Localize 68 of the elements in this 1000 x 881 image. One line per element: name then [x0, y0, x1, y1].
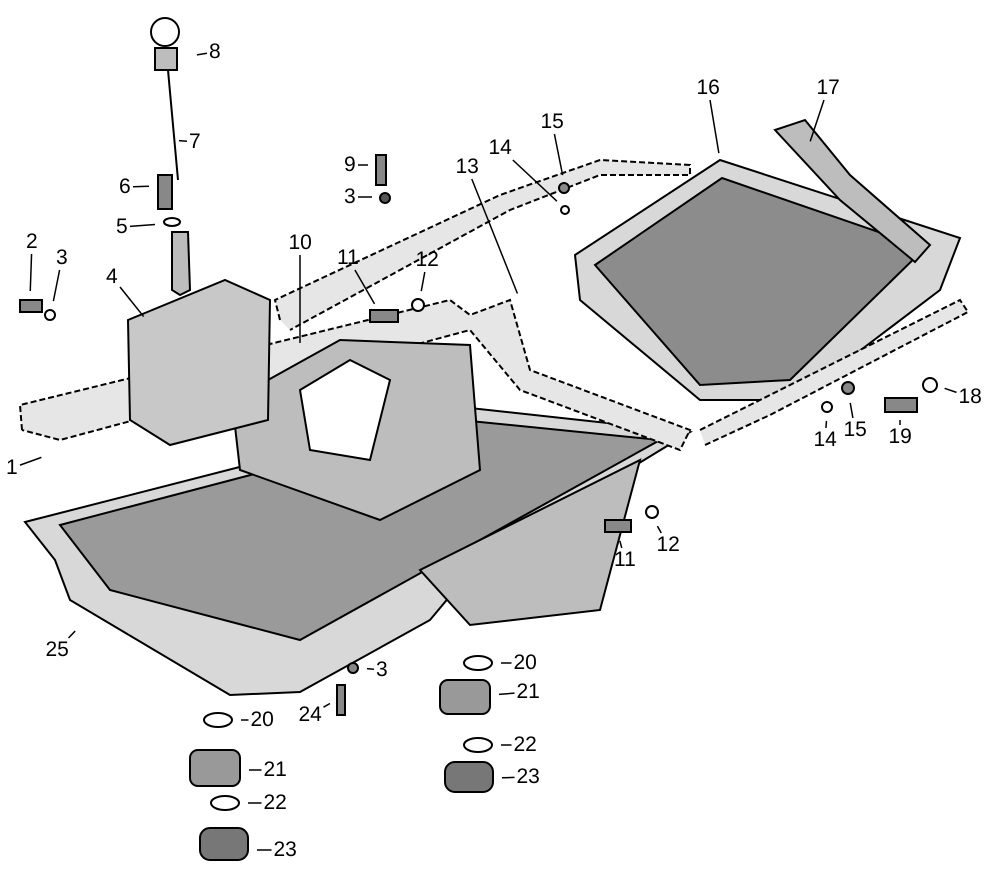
- leader-line: [20, 456, 42, 466]
- callout-number: 14: [814, 429, 837, 451]
- leader-line: [241, 719, 248, 721]
- leader-line: [619, 540, 622, 548]
- leader-line: [501, 662, 512, 664]
- callout-number: 3: [56, 247, 68, 269]
- callout-number: 25: [46, 639, 69, 661]
- callout-number: 6: [119, 176, 131, 198]
- leader-line: [810, 100, 825, 142]
- callout-number: 11: [614, 549, 636, 571]
- leader-line: [130, 224, 156, 228]
- callout-number: 17: [816, 77, 840, 99]
- leader-line: [502, 776, 515, 779]
- callout-number: 8: [209, 41, 221, 63]
- callout-number: 3: [344, 186, 356, 208]
- leader-line: [257, 849, 272, 851]
- leader-line: [709, 100, 720, 154]
- leader-line: [498, 692, 515, 696]
- callout-number: 2: [26, 231, 38, 253]
- callout-number: 24: [298, 704, 322, 726]
- callout-number: 14: [488, 137, 512, 159]
- leader-line: [358, 196, 372, 198]
- callout-number: 16: [696, 77, 720, 99]
- leader-line: [196, 52, 208, 56]
- callout-number: 15: [844, 419, 867, 441]
- leader-line: [471, 178, 518, 294]
- leader-line: [68, 630, 76, 639]
- callout-number: 23: [274, 839, 297, 861]
- callout-number: 21: [264, 759, 287, 781]
- leader-line: [358, 164, 368, 166]
- callout-number: 20: [514, 652, 537, 674]
- callout-number: 4: [106, 266, 118, 288]
- callout-number: 11: [337, 247, 359, 269]
- callout-number: 22: [264, 792, 287, 814]
- callout-number: 12: [656, 534, 680, 556]
- callout-number: 23: [516, 766, 540, 788]
- leader-line: [323, 702, 330, 708]
- callout-number: 21: [516, 681, 540, 703]
- leader-line: [366, 668, 374, 670]
- callout-number: 10: [288, 232, 312, 254]
- callout-number: 1: [6, 457, 18, 479]
- callout-number: 15: [540, 111, 564, 133]
- callout-number: 13: [456, 156, 479, 178]
- callout-number: 18: [958, 386, 982, 408]
- callout-number: 9: [344, 154, 356, 176]
- callout-number: 7: [189, 131, 201, 153]
- leader-line: [656, 526, 662, 534]
- callout-number: 3: [376, 659, 388, 681]
- leader-line: [178, 140, 188, 142]
- leader-line: [899, 420, 901, 425]
- leader-line: [825, 420, 828, 428]
- leader-line: [30, 254, 32, 292]
- leader-line: [512, 159, 558, 202]
- leader-line: [52, 270, 60, 302]
- callout-number: 19: [888, 426, 912, 448]
- leader-line: [420, 272, 426, 292]
- leader-line: [248, 802, 262, 804]
- callout-number: 5: [116, 216, 128, 238]
- leader-line: [249, 769, 262, 771]
- leader-line: [849, 402, 854, 418]
- leader-line: [299, 255, 301, 343]
- leader-line: [944, 388, 957, 394]
- leader-line: [132, 185, 150, 188]
- callout-number: 22: [514, 734, 537, 756]
- leader-line: [119, 286, 144, 317]
- leader-line: [501, 744, 512, 746]
- leader-line: [554, 134, 564, 176]
- callout-number: 20: [250, 709, 274, 731]
